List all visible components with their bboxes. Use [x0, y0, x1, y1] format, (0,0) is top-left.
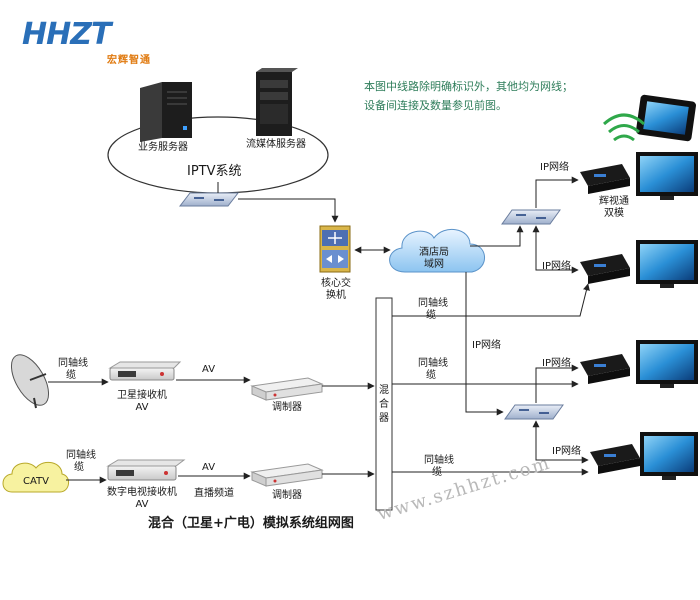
diagram-note: 本图中线路除明确标识外，其他均为网线； 设备间连接及数量参见前图。	[364, 77, 664, 115]
core-switch-label-line2: 换机	[326, 290, 346, 301]
mixer-box	[375, 297, 393, 511]
stb-4-icon	[590, 444, 640, 474]
streaming-server-icon	[256, 68, 298, 136]
coax-label-3-line1: 同轴线	[424, 455, 454, 466]
ip-network-label-4: IP网络	[542, 358, 571, 369]
core-switch-label: 核心交 换机	[318, 278, 354, 302]
upper-switch-icon	[501, 209, 561, 225]
stb-2-icon	[580, 254, 630, 284]
tablet-icon	[636, 94, 696, 142]
business-server-icon	[140, 82, 192, 142]
satellite-receiver-icon	[108, 361, 182, 381]
connection-lines	[48, 176, 590, 484]
modulator-label-1: 调制器	[272, 402, 302, 413]
hotel-lan-label-line2: 域网	[424, 259, 444, 270]
logo-subtitle: 宏辉智通	[107, 55, 151, 66]
coax-label-satellite: 同轴线 缆	[58, 358, 88, 382]
coax-label-satellite-line2: 缆	[66, 370, 76, 381]
note-line-1: 本图中线路除明确标识外，其他均为网线；	[364, 80, 573, 93]
digital-tv-receiver-label-line2: AV	[135, 499, 149, 510]
digital-tv-receiver-label: 数字电视接收机 AV	[100, 487, 184, 511]
coax-label-1: 同轴线 缆	[418, 298, 448, 322]
av-label-2: AV	[202, 462, 216, 473]
live-channel-label: 直播频道	[194, 488, 234, 499]
mixer-label: 混 合 器	[377, 384, 391, 426]
tv-1-icon	[636, 152, 698, 200]
modulator-label-2: 调制器	[272, 490, 302, 501]
diagram-caption: 混合（卫星+广电）模拟系统组网图	[148, 516, 354, 531]
core-switch-icon	[319, 225, 351, 273]
stb-3-icon	[580, 354, 630, 384]
tv-3-icon	[636, 340, 698, 388]
lower-switch-icon	[504, 404, 564, 420]
core-switch-label-line1: 核心交	[321, 278, 351, 289]
coax-label-2: 同轴线 缆	[418, 358, 448, 382]
wifi-icon	[602, 113, 646, 142]
streaming-server-label: 流媒体服务器	[246, 139, 306, 150]
mixer-label-char3: 器	[379, 413, 389, 424]
stb-top-icon	[580, 164, 630, 194]
catv-cloud-icon	[2, 461, 69, 493]
satellite-receiver-label-line1: 卫星接收机	[117, 390, 167, 401]
company-logo: HHZT 宏辉智通	[22, 17, 172, 67]
coax-label-2-line2: 缆	[426, 370, 436, 381]
coax-label-satellite-line1: 同轴线	[58, 358, 88, 369]
iptv-switch-icon	[178, 192, 240, 207]
coax-label-1-line2: 缆	[426, 310, 436, 321]
satellite-receiver-label: 卫星接收机 AV	[106, 390, 178, 414]
iptv-system-title: IPTV系统	[187, 164, 242, 179]
coax-label-1-line1: 同轴线	[418, 298, 448, 309]
top-stb-label-line1: 辉视通	[599, 196, 629, 207]
top-stb-label: 辉视通 双模	[592, 196, 636, 220]
digital-tv-receiver-label-line1: 数字电视接收机	[107, 487, 177, 498]
coax-label-catv: 同轴线 缆	[66, 450, 96, 474]
ip-network-label-1: IP网络	[540, 162, 569, 173]
business-server-label: 业务服务器	[138, 142, 188, 153]
mixer-label-char2: 合	[379, 399, 389, 410]
hotel-lan-cloud-icon	[389, 229, 485, 273]
mixer-label-char1: 混	[379, 385, 389, 396]
coax-label-catv-line1: 同轴线	[66, 450, 96, 461]
ip-network-label-5: IP网络	[552, 446, 581, 457]
tv-4-icon	[640, 432, 698, 480]
hotel-lan-label-line1: 酒店局	[419, 247, 449, 258]
ip-network-label-2: IP网络	[542, 261, 571, 272]
coax-label-3: 同轴线 缆	[424, 455, 454, 479]
ip-network-label-3: IP网络	[472, 340, 501, 351]
logo-text: HHZT	[22, 17, 111, 52]
satellite-receiver-label-line2: AV	[135, 402, 149, 413]
coax-label-catv-line2: 缆	[74, 462, 84, 473]
satellite-dish-icon	[10, 354, 50, 409]
digital-tv-receiver-icon	[106, 459, 186, 481]
catv-label: CATV	[23, 476, 49, 487]
top-stb-label-line2: 双模	[604, 208, 624, 219]
modulator-2-icon	[250, 463, 324, 487]
note-line-2: 设备间连接及数量参见前图。	[364, 99, 507, 112]
hotel-lan-label: 酒店局 域网	[412, 247, 456, 271]
coax-label-3-line2: 缆	[432, 467, 442, 478]
tv-2-icon	[636, 240, 698, 288]
modulator-1-icon	[250, 377, 324, 401]
coax-label-2-line1: 同轴线	[418, 358, 448, 369]
av-label-1: AV	[202, 364, 216, 375]
